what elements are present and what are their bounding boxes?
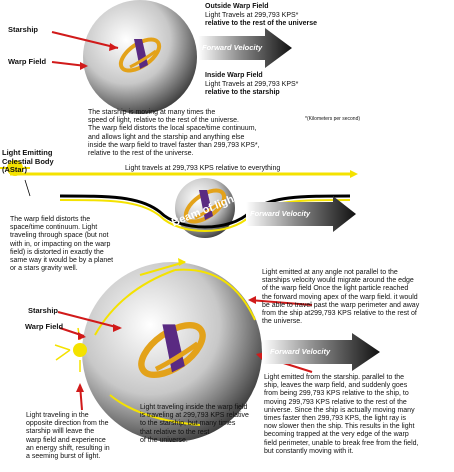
warp-field-label-3: Warp Field <box>25 322 64 331</box>
space-time-wave <box>59 194 351 229</box>
celestial-body-label: Light Emitting Celestial Body (AStar) <box>2 148 54 174</box>
starship-pointer-3 <box>57 311 121 329</box>
forward-velocity-arrow-3 <box>262 333 380 371</box>
section1-description: The starship is moving at many times the… <box>88 109 260 158</box>
forward-velocity-label-1: Forward Velocity <box>202 43 263 52</box>
inner-light-arc-upper <box>94 269 176 336</box>
outside-warp-line1: Light Travels at 299,793 KPS* <box>205 12 299 19</box>
outside-warp-title: Outside Warp Field <box>205 3 269 10</box>
apex-light-text: Light emitted at any angle not parallel … <box>262 269 420 326</box>
starship-label-3: Starship <box>28 306 59 315</box>
outside-warp-line2: relative to the rest of the universe <box>205 20 318 27</box>
apex-light-pointer <box>249 299 313 306</box>
escaping-light-ray <box>139 261 186 276</box>
inside-warp-title: Inside Warp Field <box>205 72 263 79</box>
forward-velocity-arrow-1 <box>198 28 292 68</box>
section2-description: The warp field distorts the space/time c… <box>10 216 114 273</box>
starship-label-1: Starship <box>8 25 39 34</box>
light-ray-label: Light travels at 299,793 KPS relative to… <box>125 165 281 172</box>
burst-light-text: Light traveling in the opposite directio… <box>26 412 110 461</box>
forward-velocity-arrow-2 <box>246 196 356 232</box>
parallel-light-text: Light emitted from the starship. paralle… <box>264 374 419 455</box>
inside-warp-line2: relative to the starship <box>205 89 280 96</box>
light-burst <box>73 343 87 357</box>
inner-light-arc-lower <box>109 394 201 426</box>
forward-velocity-label-3: Forward Velocity <box>270 347 331 356</box>
inside-field-light-text: Light traveling inside the warp field is… <box>140 404 249 444</box>
inside-warp-line1: Light Travels at 299,793 KPS* <box>205 81 299 88</box>
forward-velocity-label-2: Forward Velocity <box>250 209 311 218</box>
footnote: *(Kilometers per second) <box>305 116 361 122</box>
starship-pointer-1 <box>51 31 119 49</box>
warp-field-label-1: Warp Field <box>8 57 47 66</box>
